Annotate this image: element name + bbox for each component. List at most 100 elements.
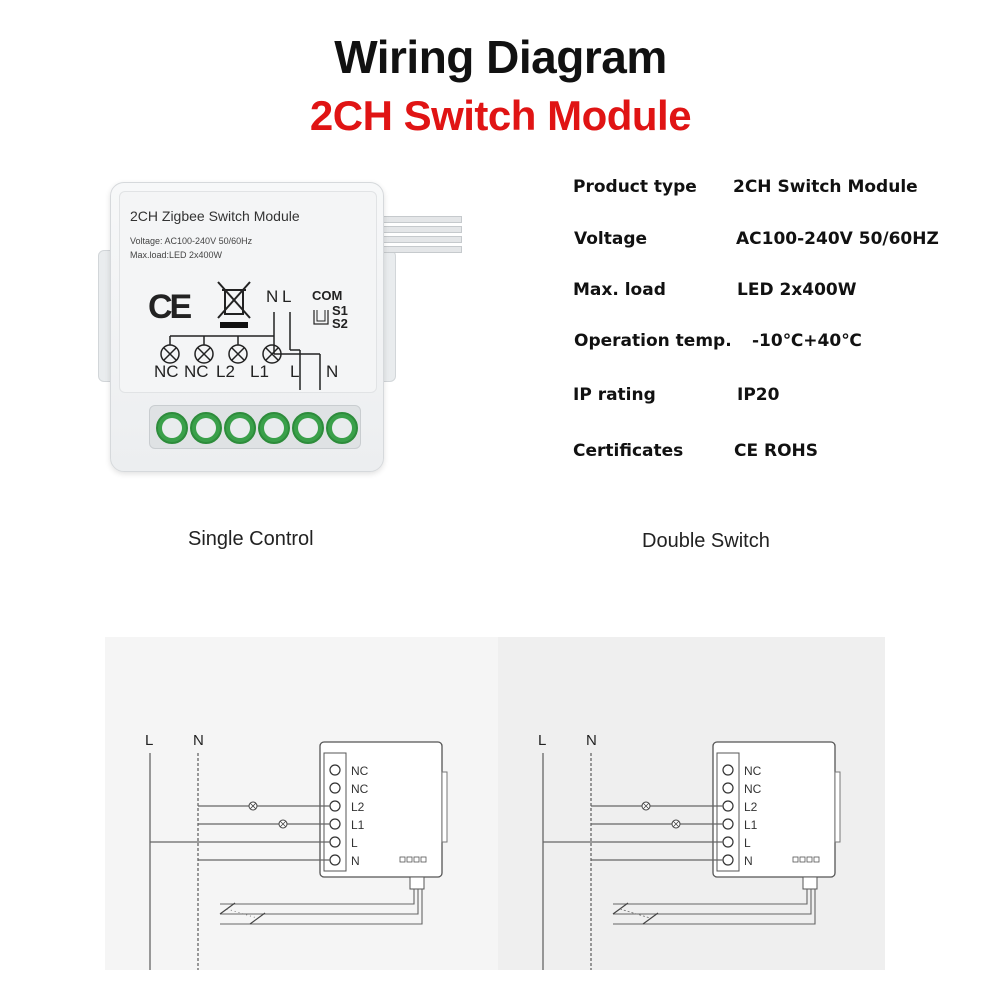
lamp-cross — [672, 820, 680, 828]
terminal-screw — [722, 836, 734, 848]
bus-label-n: N — [193, 732, 204, 749]
lamp-cross — [642, 802, 650, 810]
spec-value-certificates: CE ROHS — [734, 441, 819, 461]
module-indicator — [813, 856, 820, 863]
caption-double-switch: Double Switch — [642, 530, 770, 552]
device-max-load: Max.load:LED 2x400W — [130, 250, 223, 260]
device-body: 2CH Zigbee Switch Module Voltage: AC100-… — [110, 182, 384, 472]
module-clip — [441, 771, 448, 843]
lamp-cross — [279, 820, 287, 828]
device-wire — [380, 246, 462, 253]
module-indicator — [420, 856, 427, 863]
terminal-screw — [329, 818, 341, 830]
device-wire — [380, 226, 462, 233]
spec-value-voltage: AC100-240V 50/60HZ — [736, 229, 939, 249]
spec-value-operation-temp: -10℃+40℃ — [752, 331, 862, 351]
switch-connector — [802, 876, 818, 890]
device-voltage: Voltage: AC100-240V 50/60Hz — [130, 236, 253, 246]
device-terminal-label: NC — [154, 362, 179, 381]
device-face: 2CH Zigbee Switch Module Voltage: AC100-… — [119, 191, 377, 393]
terminal-label: NC — [744, 782, 762, 796]
terminal-screw — [156, 412, 188, 444]
spec-label-ip-rating: IP rating — [573, 385, 656, 405]
device-terminal-label: L — [290, 362, 300, 381]
bus-label-l: L — [538, 732, 546, 749]
module-indicator — [413, 856, 420, 863]
device-terminal-label: L1 — [250, 362, 269, 381]
switch-wire-com — [220, 889, 415, 905]
terminal-screw — [329, 782, 341, 794]
module-indicator — [406, 856, 413, 863]
spec-value-ip-rating: IP20 — [737, 385, 780, 405]
terminal-label: N — [744, 854, 753, 868]
terminal-screw — [329, 800, 341, 812]
module-indicator — [399, 856, 406, 863]
spec-label-voltage: Voltage — [574, 229, 648, 249]
spec-label-max-load: Max. load — [573, 280, 666, 300]
terminal-screw — [292, 412, 324, 444]
terminal-label: L — [351, 836, 358, 850]
device-terminal-label: NC — [184, 362, 209, 381]
page-subtitle: 2CH Switch Module — [309, 92, 692, 139]
switch-connector — [409, 876, 425, 890]
terminal-screw — [329, 854, 341, 866]
switch-wire-s1 — [613, 889, 812, 915]
switch-symbol — [642, 912, 659, 925]
terminal-label: NC — [744, 764, 762, 778]
module-device: 2CH Zigbee Switch Module Voltage: AC100-… — [98, 180, 462, 480]
page-title: Wiring Diagram — [334, 31, 667, 83]
switch-wire-s2 — [220, 889, 423, 925]
terminal-screw — [258, 412, 290, 444]
terminal-screw — [722, 818, 734, 830]
device-name: 2CH Zigbee Switch Module — [130, 208, 300, 224]
module-indicator — [792, 856, 799, 863]
device-switch-com: COM — [312, 288, 343, 303]
spec-value-max-load: LED 2x400W — [737, 280, 857, 300]
bus-label-l: L — [145, 732, 153, 749]
terminal-label: L1 — [351, 818, 365, 832]
terminal-screw — [190, 412, 222, 444]
device-top-terminal-n: N — [266, 287, 279, 306]
terminal-screw — [722, 764, 734, 776]
spec-value-product-type: 2CH Switch Module — [733, 177, 918, 197]
terminal-label: NC — [351, 782, 369, 796]
module-indicator — [799, 856, 806, 863]
device-terminal-label: L2 — [216, 362, 235, 381]
device-switch-s2: S2 — [332, 316, 348, 331]
spec-label-certificates: Certificates — [573, 441, 684, 461]
device-terminal-label: N — [326, 362, 339, 381]
device-top-terminal-l: L — [282, 287, 292, 306]
terminal-label: L1 — [744, 818, 758, 832]
device-switch-s1: S1 — [332, 303, 348, 318]
device-wire — [380, 216, 462, 223]
switch-wire-s1 — [220, 889, 419, 915]
spec-label-product-type: Product type — [573, 177, 697, 197]
terminal-screw — [326, 412, 358, 444]
device-wiring-symbol — [160, 310, 329, 390]
device-wire — [380, 236, 462, 243]
switch-wire-s2 — [613, 889, 816, 925]
module-indicator — [806, 856, 813, 863]
spec-label-operation-temp: Operation temp. — [574, 331, 732, 351]
terminal-label: L2 — [351, 800, 365, 814]
switch-wire-com — [613, 889, 808, 905]
bus-label-n: N — [586, 732, 597, 749]
ce-mark: CE — [148, 288, 192, 326]
terminal-label: N — [351, 854, 360, 868]
caption-single-control: Single Control — [188, 528, 314, 550]
weee-bin-icon — [217, 281, 251, 328]
terminal-label: L — [744, 836, 751, 850]
terminal-screw — [722, 800, 734, 812]
switch-symbol — [249, 912, 266, 925]
switch-symbol — [612, 902, 629, 915]
terminal-label: L2 — [744, 800, 758, 814]
terminal-screw — [722, 782, 734, 794]
terminal-screw — [224, 412, 256, 444]
device-terminal-strip — [149, 405, 361, 449]
terminal-screw — [329, 764, 341, 776]
terminal-screw — [722, 854, 734, 866]
